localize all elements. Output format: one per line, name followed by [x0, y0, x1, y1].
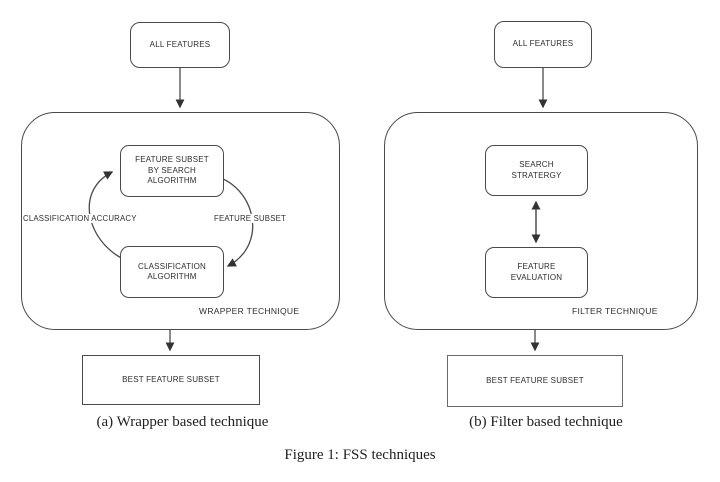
- node-all-features-filter: ALL FEATURES: [494, 21, 592, 68]
- edge-label-feature-subset: FEATURE SUBSET: [213, 214, 287, 223]
- filter-technique-container: [384, 112, 698, 330]
- edge-label-classification-accuracy: CLASSIFICATION ACCURACY: [22, 214, 138, 223]
- figure-caption: Figure 1: FSS techniques: [284, 447, 436, 463]
- subcaption-b: (b) Filter based technique: [469, 414, 623, 430]
- node-best-feature-subset-wrapper: BEST FEATURE SUBSET: [82, 355, 260, 405]
- wrapper-technique-container: [21, 112, 340, 330]
- subcaption-a: (a) Wrapper based technique: [96, 414, 269, 430]
- filter-technique-label: FILTER TECHNIQUE: [572, 306, 658, 316]
- node-feature-subset-by-search: FEATURE SUBSET BY SEARCH ALGORITHM: [120, 145, 224, 197]
- node-feature-evaluation: FEATURE EVALUATION: [485, 247, 588, 298]
- node-classification-algorithm: CLASSIFICATION ALGORITHM: [120, 246, 224, 298]
- node-search-strategy: SEARCH STRATERGY: [485, 145, 588, 196]
- node-best-feature-subset-filter: BEST FEATURE SUBSET: [447, 355, 623, 407]
- node-all-features-wrapper: ALL FEATURES: [130, 22, 230, 68]
- wrapper-technique-label: WRAPPER TECHNIQUE: [199, 306, 300, 316]
